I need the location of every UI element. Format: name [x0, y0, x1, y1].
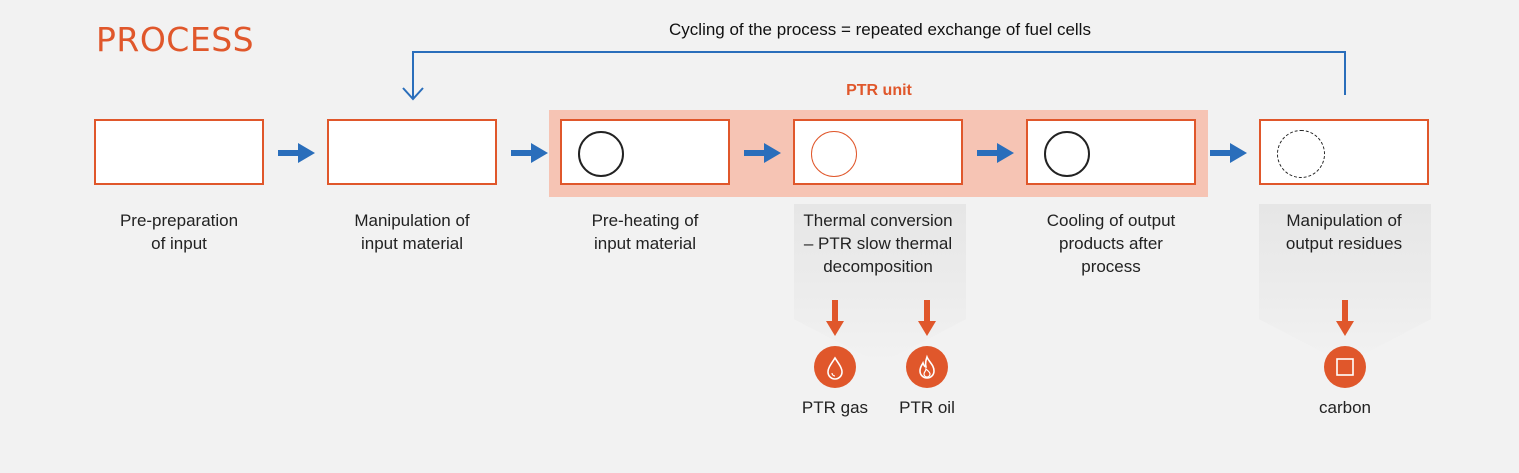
cycle-arrowhead-icon	[402, 87, 424, 101]
step-box-cooling	[1026, 119, 1196, 185]
output-arrow-icon	[826, 300, 844, 336]
flame-icon	[906, 346, 948, 388]
flow-arrow-icon	[977, 143, 1014, 163]
output-label-ptr-oil: PTR oil	[899, 398, 955, 417]
cycle-line	[412, 51, 1346, 98]
ptr-unit-label: PTR unit	[846, 82, 912, 99]
step-box-manipulation-output	[1259, 119, 1429, 185]
step-box-thermal-conversion	[793, 119, 963, 185]
flow-arrow-icon	[744, 143, 781, 163]
output-label-ptr-gas: PTR gas	[801, 398, 869, 417]
dashed-circle-icon	[1277, 130, 1325, 178]
square-icon	[1324, 346, 1366, 388]
output-arrow-icon	[918, 300, 936, 336]
page-title: PROCESS	[96, 20, 255, 59]
flow-arrow-icon	[1210, 143, 1247, 163]
step-box-pre-preparation	[94, 119, 264, 185]
orange-circle-icon	[811, 131, 857, 177]
black-circle-icon	[1044, 131, 1090, 177]
output-arrow-icon	[1336, 300, 1354, 336]
flow-arrow-icon	[511, 143, 548, 163]
drop-icon	[814, 346, 856, 388]
output-label-carbon: carbon	[1319, 398, 1371, 417]
step-box-pre-heating	[560, 119, 730, 185]
flow-arrow-icon	[278, 143, 315, 163]
black-circle-icon	[578, 131, 624, 177]
step-box-manipulation-input	[327, 119, 497, 185]
cycle-label: Cycling of the process = repeated exchan…	[669, 20, 1091, 39]
